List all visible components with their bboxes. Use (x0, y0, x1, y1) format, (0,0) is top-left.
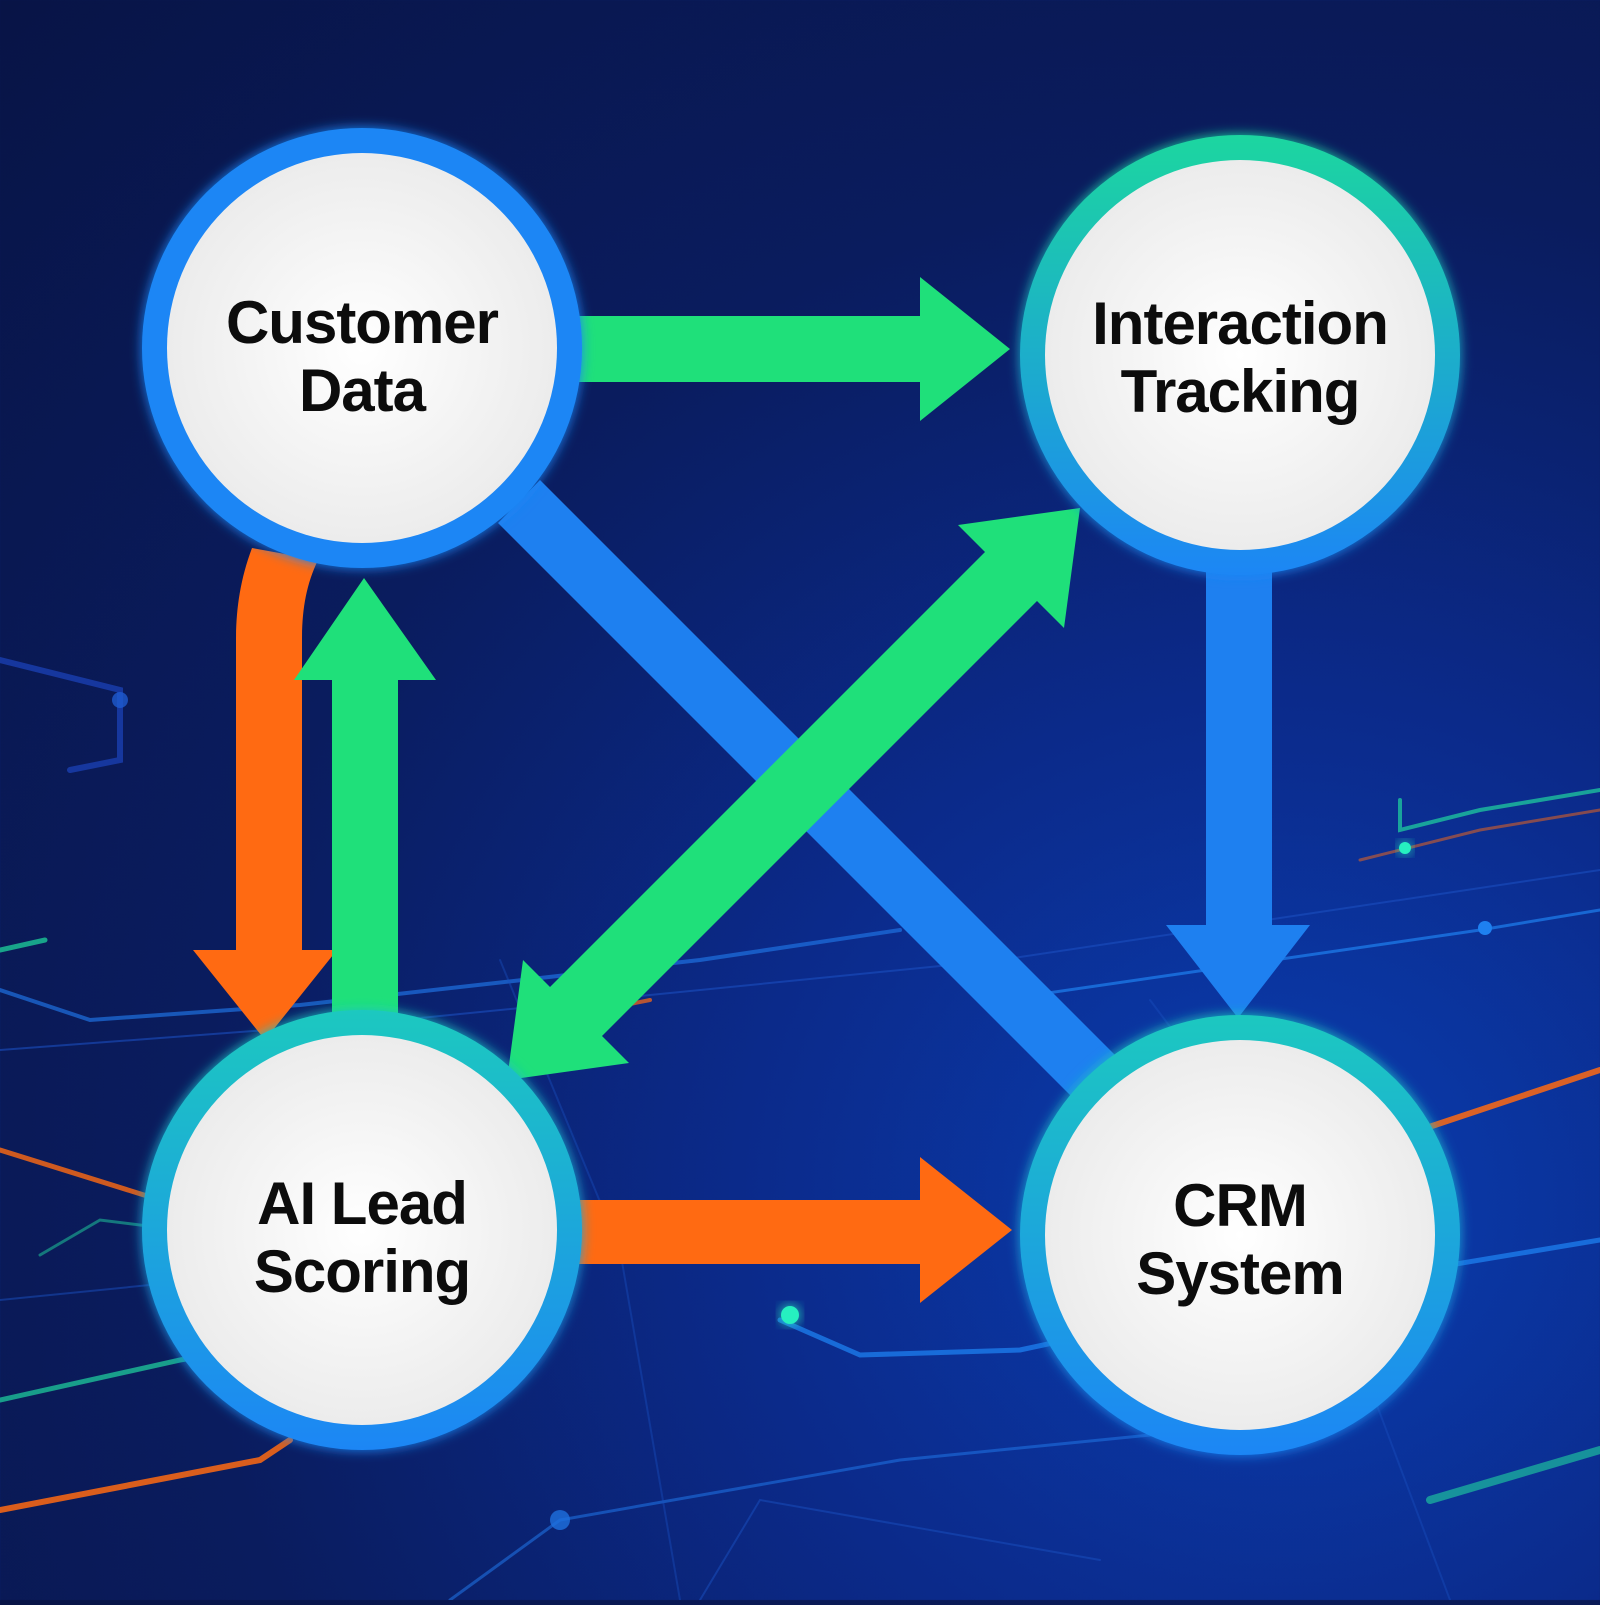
arrow-ai-scoring-to-crm (560, 1157, 1012, 1303)
node-crm-system (1020, 1015, 1460, 1455)
circuit-line (0, 657, 123, 773)
node-customer-data (142, 128, 582, 568)
label-line: Tracking (1120, 358, 1361, 425)
arrow-interaction-to-crm (1166, 560, 1310, 1018)
label-line: Customer (225, 289, 499, 356)
label-line: AI Lead (257, 1170, 468, 1237)
node-circle (1045, 160, 1435, 550)
circuit-line (0, 928, 902, 1023)
circuit-line (448, 1418, 1302, 1602)
circuit-line (1398, 788, 1600, 833)
label-customer-data: Customer Data (182, 289, 542, 425)
label-line: Interaction (1092, 290, 1389, 357)
circuit-node (550, 1510, 570, 1530)
circuit-line (1358, 808, 1600, 862)
label-line: Data (298, 357, 426, 424)
circuit-line (699, 1498, 1101, 1601)
circuit-line (0, 1147, 163, 1203)
node-circle (167, 153, 557, 543)
node-ai-lead-scoring (142, 1010, 582, 1450)
circuit-line (0, 869, 1600, 1051)
arrow-customer-to-interaction (560, 277, 1010, 421)
circuit-node (112, 692, 128, 708)
node-circle (1045, 1040, 1435, 1430)
circuit-line (998, 908, 1600, 1002)
label-ai-lead-scoring: AI Lead Scoring (182, 1170, 542, 1306)
node-circle (167, 1035, 557, 1425)
circuit-line (1426, 1446, 1600, 1504)
label-line: Scoring (253, 1238, 471, 1305)
arrow-customer-to-ai-scoring (193, 548, 337, 1040)
circuit-line (0, 1437, 293, 1513)
label-crm-system: CRM System (1060, 1172, 1420, 1308)
circuit-line (1417, 1067, 1600, 1133)
circuit-node (1478, 921, 1492, 935)
node-interaction-tracking (1020, 135, 1460, 575)
label-line: CRM (1173, 1172, 1308, 1239)
label-line: System (1136, 1240, 1344, 1307)
label-interaction-tracking: Interaction Tracking (1060, 290, 1420, 426)
circuit-line (0, 937, 48, 953)
arrow-ai-scoring-to-customer (294, 578, 436, 1030)
arrow-ai-scoring-interaction-bidirectional (507, 508, 1080, 1080)
circuit-node (1399, 842, 1411, 854)
circuit-node (781, 1306, 799, 1324)
